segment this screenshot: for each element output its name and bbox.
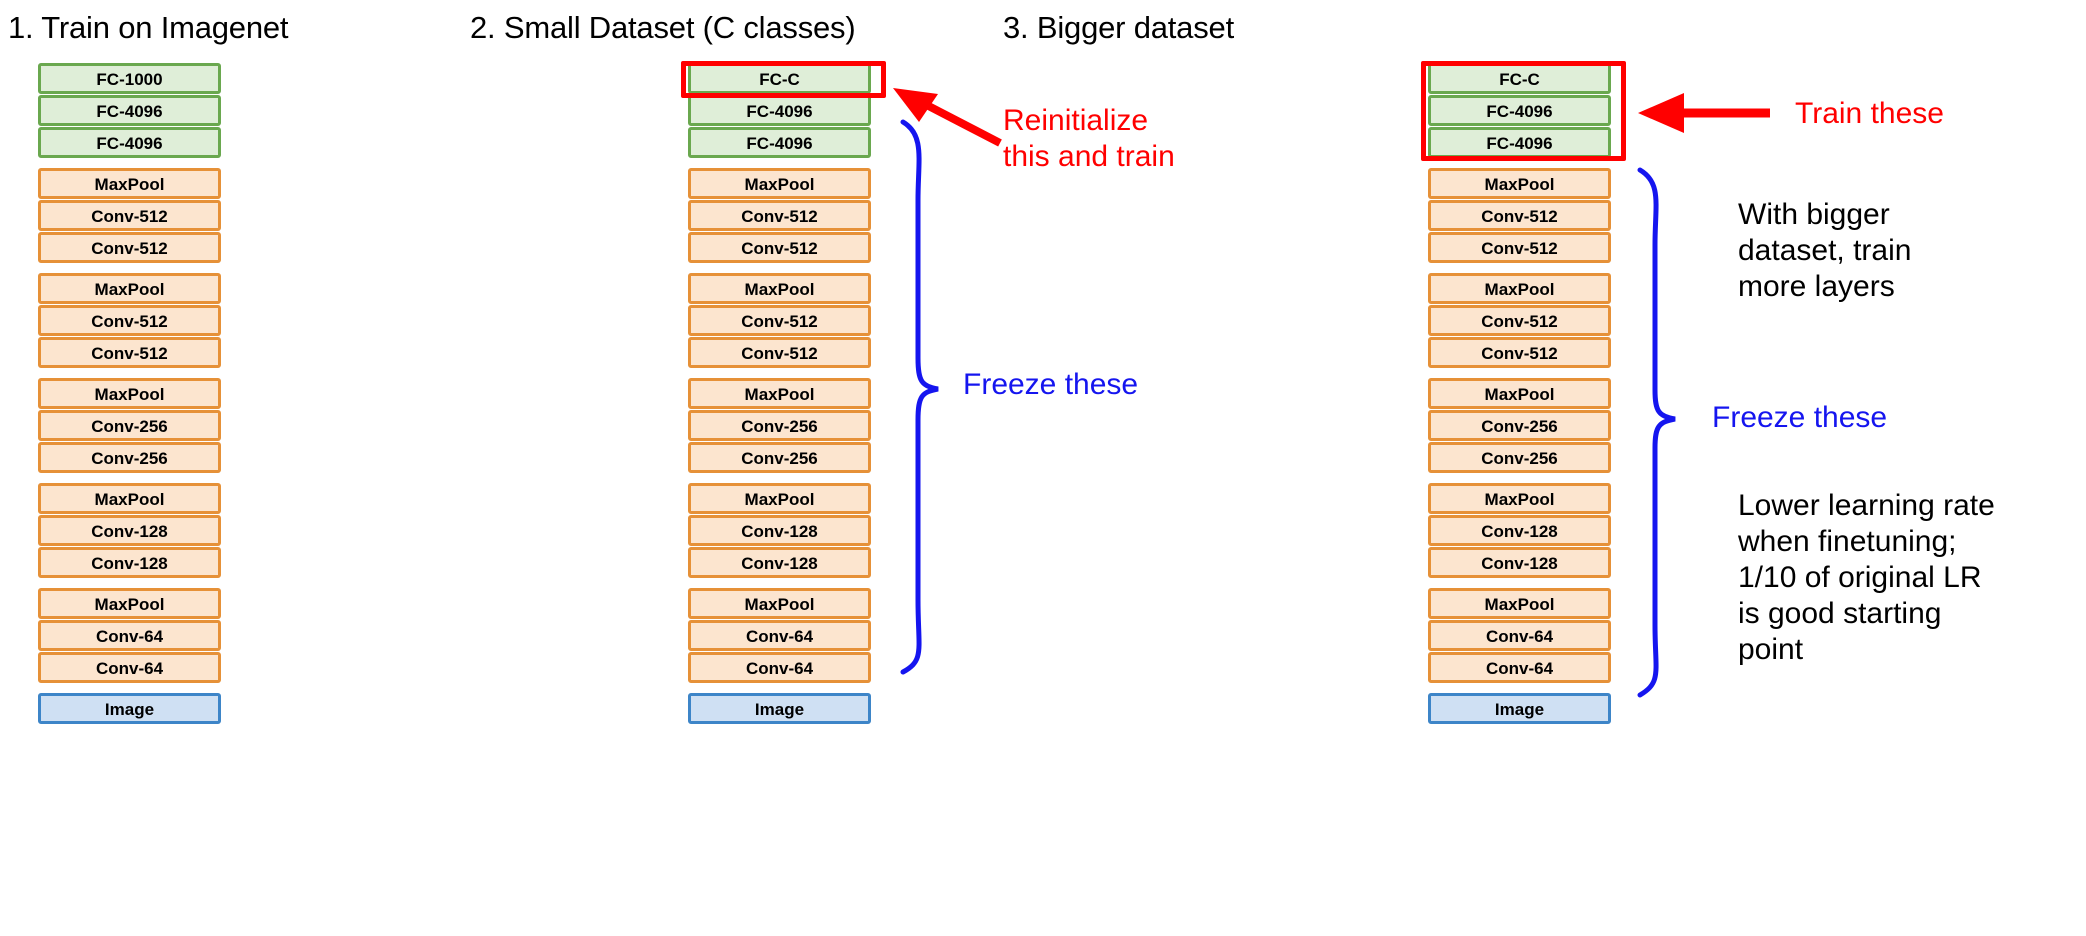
layer-box: MaxPool [1428, 168, 1611, 199]
layer-box: Conv-64 [38, 620, 221, 651]
layer-box: Conv-512 [38, 232, 221, 263]
annotation-lr-note: Lower learning rate when finetuning; 1/1… [1738, 489, 1995, 666]
layer-box: MaxPool [38, 168, 221, 199]
layer-box: Conv-128 [688, 515, 871, 546]
column-title-2: 2. Small Dataset (C classes) [470, 10, 856, 45]
layer-box: Conv-256 [38, 442, 221, 473]
layer-box: Image [1428, 693, 1611, 724]
arrow-train-these [1638, 93, 1770, 133]
layer-box: Image [38, 693, 221, 724]
layer-box: Conv-512 [688, 305, 871, 336]
column-title-1: 1. Train on Imagenet [8, 10, 289, 45]
annotation-freeze-big: Freeze these [1712, 401, 1888, 434]
layer-box: Conv-512 [1428, 337, 1611, 368]
column-title-3: 3. Bigger dataset [1003, 10, 1234, 45]
layer-box: MaxPool [1428, 588, 1611, 619]
annotation-train-these: Train these [1795, 97, 1944, 130]
layer-box: Conv-512 [38, 200, 221, 231]
layer-box: Conv-64 [38, 652, 221, 683]
layer-box: FC-1000 [38, 63, 221, 94]
layer-box: FC-4096 [688, 95, 871, 126]
layer-box: Conv-512 [1428, 200, 1611, 231]
highlight-box-reinitialize [681, 61, 886, 98]
layer-box: MaxPool [38, 483, 221, 514]
highlight-box-train-these [1421, 61, 1626, 161]
layer-box: Conv-64 [1428, 652, 1611, 683]
layer-box: MaxPool [38, 378, 221, 409]
layer-box: Conv-128 [688, 547, 871, 578]
layer-box: MaxPool [38, 588, 221, 619]
layer-box: Conv-256 [38, 410, 221, 441]
layer-box: Conv-128 [38, 515, 221, 546]
layer-box: Conv-128 [1428, 515, 1611, 546]
layer-box: FC-4096 [38, 95, 221, 126]
arrow-reinitialize [893, 88, 1002, 147]
layer-box: Conv-256 [688, 442, 871, 473]
layer-box: Conv-512 [38, 337, 221, 368]
layer-box: Conv-512 [688, 200, 871, 231]
layer-box: MaxPool [688, 273, 871, 304]
layer-box: MaxPool [688, 168, 871, 199]
layer-box: FC-4096 [1428, 95, 1611, 126]
layer-box: Conv-64 [688, 620, 871, 651]
layer-box: MaxPool [688, 378, 871, 409]
brace-freeze-small [900, 119, 939, 675]
layer-box: MaxPool [688, 588, 871, 619]
layer-box: Conv-512 [688, 337, 871, 368]
layer-box: Conv-256 [1428, 410, 1611, 441]
layer-box: Conv-256 [1428, 442, 1611, 473]
annotation-reinitialize: Reinitialize this and train [1003, 104, 1175, 173]
layer-box: FC-4096 [38, 127, 221, 158]
layer-box: Conv-64 [688, 652, 871, 683]
layer-box: Conv-128 [38, 547, 221, 578]
layer-box: MaxPool [688, 483, 871, 514]
layer-box: Conv-512 [1428, 232, 1611, 263]
layer-box: FC-4096 [688, 127, 871, 158]
layer-box: Image [688, 693, 871, 724]
layer-box: MaxPool [1428, 273, 1611, 304]
layer-box: Conv-512 [688, 232, 871, 263]
layer-box: MaxPool [1428, 483, 1611, 514]
layer-box: MaxPool [1428, 378, 1611, 409]
layer-box: Conv-64 [1428, 620, 1611, 651]
annotation-freeze-small: Freeze these [963, 368, 1139, 401]
brace-freeze-big [1637, 167, 1676, 698]
layer-box: Conv-256 [688, 410, 871, 441]
layer-box: Conv-128 [1428, 547, 1611, 578]
layer-box: MaxPool [38, 273, 221, 304]
layer-box: Conv-512 [1428, 305, 1611, 336]
layer-box: Conv-512 [38, 305, 221, 336]
annotation-bigger-dataset: With bigger dataset, train more layers [1738, 198, 1912, 303]
